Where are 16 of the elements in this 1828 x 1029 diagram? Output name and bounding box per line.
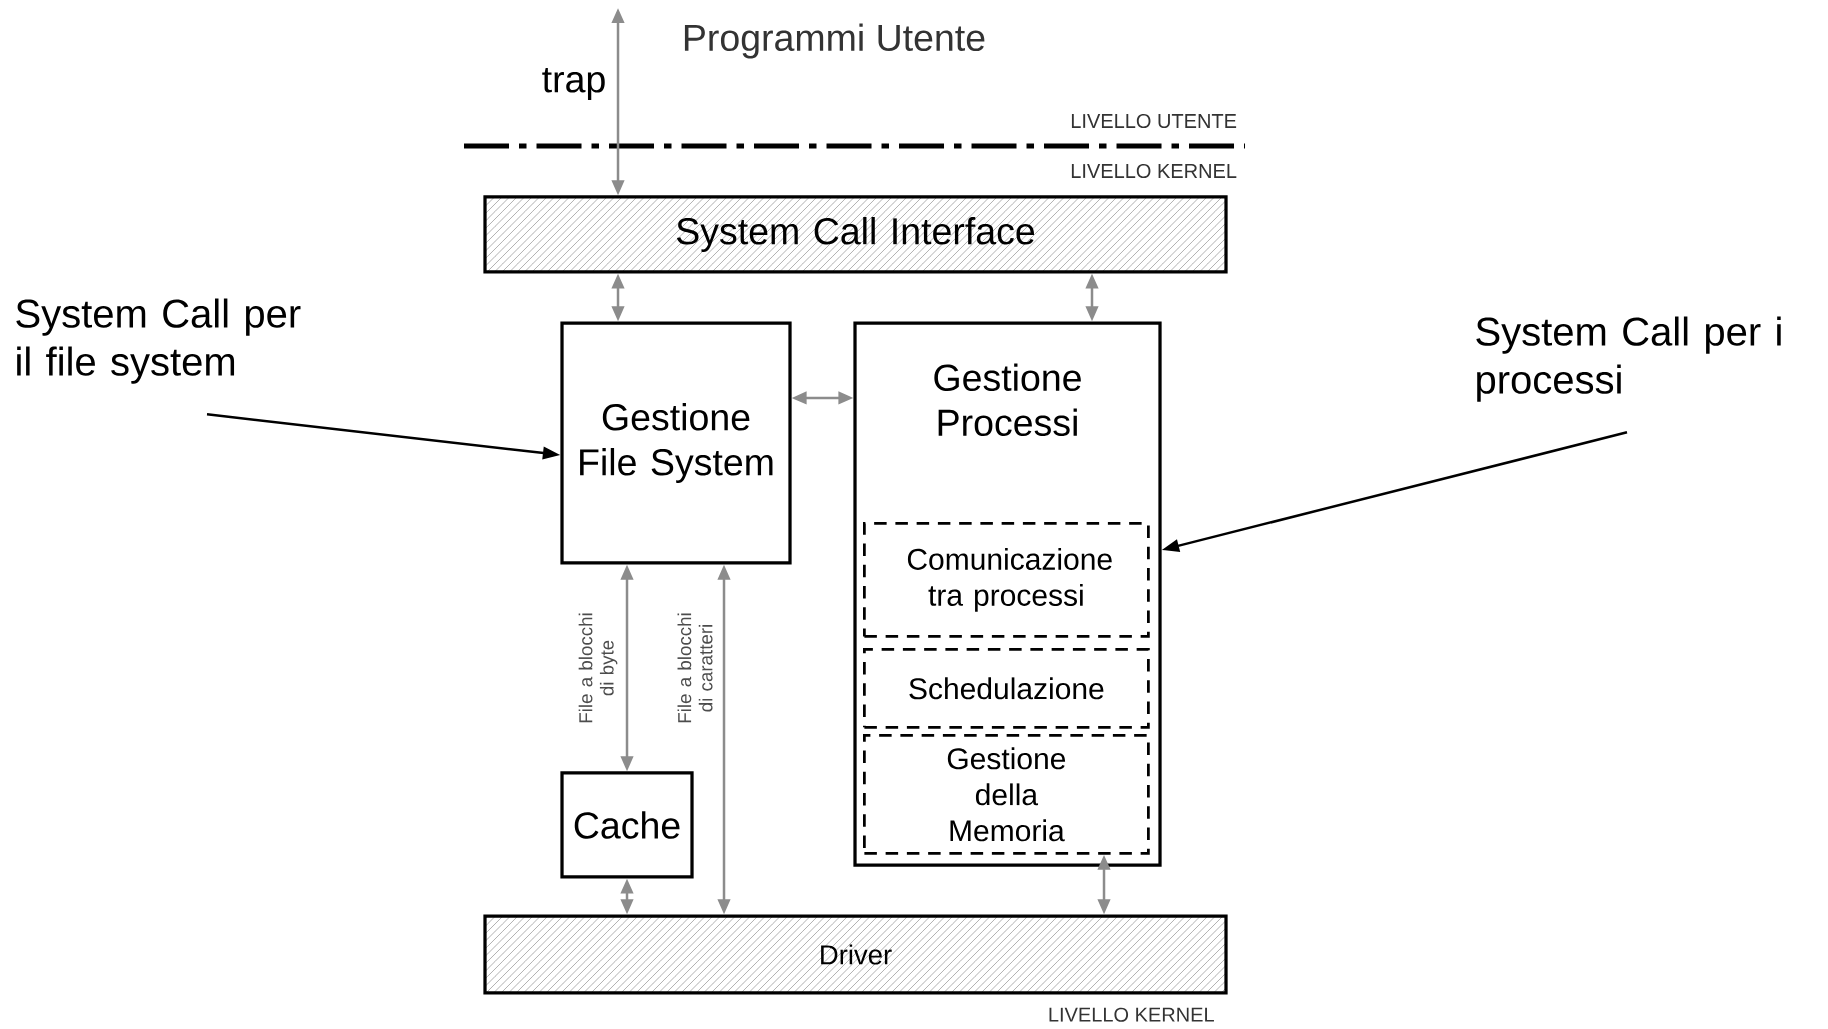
edge-label: File a blocchi di byte	[576, 588, 620, 748]
module-box: Gestione File System	[560, 321, 792, 565]
submodule-box: Schedulazione	[863, 648, 1150, 729]
edge-label: trap	[539, 65, 609, 103]
heading-text: Programmi Utente	[684, 23, 985, 59]
level-label: LIVELLO KERNEL	[1049, 1007, 1214, 1022]
level-label: LIVELLO UTENTE	[1071, 113, 1237, 129]
submodule-box: Comunicazione tra processi	[863, 522, 1150, 638]
level-label: LIVELLO KERNEL	[1071, 163, 1237, 179]
interface-bar: System Call Interface	[483, 195, 1228, 274]
submodule-box: Gestione della Memoria	[863, 734, 1150, 855]
annotation-text: System Call per il file system	[16, 298, 301, 384]
driver-bar: Driver	[483, 914, 1228, 995]
edge-label: File a blocchi di caratteri	[675, 588, 715, 748]
cache-box: Cache	[560, 771, 694, 879]
annotation-text: System Call per i processi	[1476, 316, 1781, 402]
